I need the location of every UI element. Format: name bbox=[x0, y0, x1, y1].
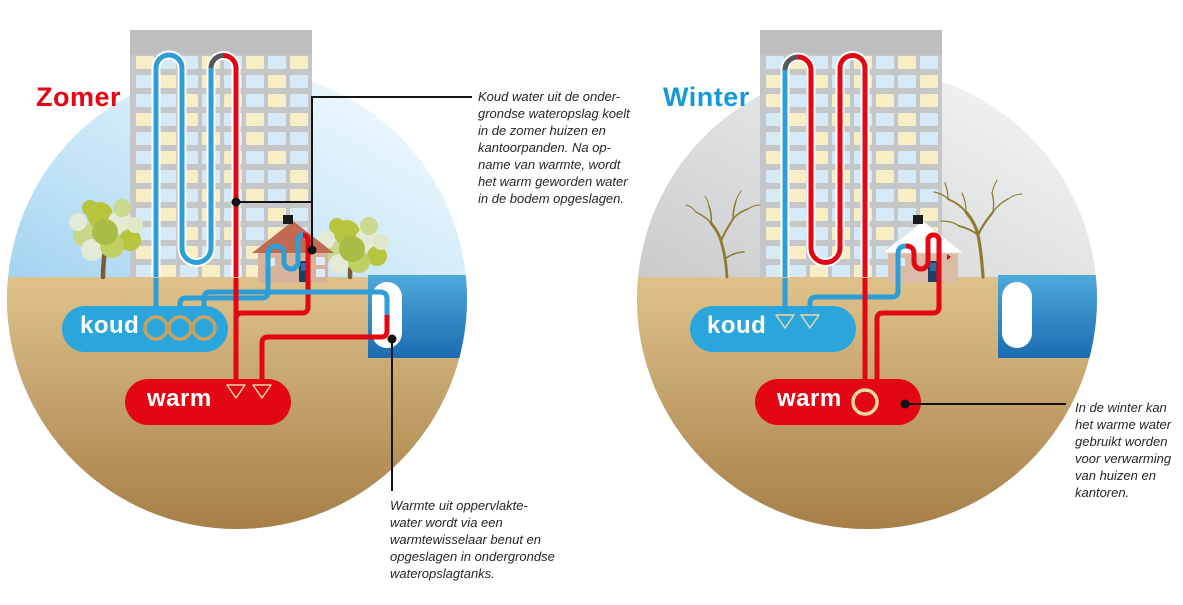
summer-pipe-network bbox=[153, 232, 390, 386]
winter-title: Winter bbox=[663, 82, 750, 112]
winter-heating-callout: In de winter kan het warme water gebruik… bbox=[1075, 400, 1172, 500]
house-loop-cold-pipe bbox=[265, 232, 304, 283]
warm-storage-pill-winter bbox=[755, 379, 921, 425]
chimney bbox=[913, 215, 923, 224]
small-red-mark bbox=[947, 254, 951, 260]
summer-scene bbox=[7, 30, 472, 529]
cold-well-rings bbox=[143, 315, 217, 341]
winter-apartment-building bbox=[760, 30, 942, 280]
summer-tree-left bbox=[69, 199, 143, 280]
warm-well-ring bbox=[851, 388, 879, 416]
winter-pipe-network bbox=[782, 232, 942, 395]
house-loop-cold-pipe bbox=[895, 243, 907, 283]
heat-exchanger-capsule bbox=[1002, 282, 1032, 348]
cold-injection-arrows bbox=[775, 314, 820, 329]
warm-pipe-from-exchanger bbox=[259, 315, 390, 386]
house-loop-warm-pipe bbox=[866, 232, 942, 395]
warm-storage-pill-summer bbox=[125, 379, 291, 425]
summer-title: Zomer bbox=[36, 82, 122, 112]
building-heat-pipe bbox=[780, 51, 870, 278]
winter-tree-right bbox=[933, 179, 1023, 279]
summer-warm-storage-label: warm bbox=[147, 385, 212, 412]
summer-tree-right bbox=[317, 217, 389, 280]
summer-cooling-callout: Koud water uit de onder- grondse waterop… bbox=[478, 89, 630, 206]
chimney bbox=[283, 215, 293, 224]
cold-pipe-to-exchanger bbox=[201, 289, 390, 317]
warm-injection-arrows bbox=[226, 384, 272, 399]
winter-callout-lines bbox=[900, 399, 1066, 409]
building-heat-pipe bbox=[151, 50, 241, 278]
winter-cold-storage-label: koud bbox=[707, 312, 767, 339]
summer-exchanger-callout: Warmte uit oppervlakte- water wordt via … bbox=[390, 498, 555, 581]
summer-callout-lines bbox=[236, 96, 472, 491]
winter-tree-left bbox=[685, 190, 761, 279]
summer-cold-storage-label: koud bbox=[80, 312, 140, 339]
summer-callout-dots bbox=[231, 197, 397, 344]
winter-warm-storage-label: warm bbox=[777, 385, 842, 412]
